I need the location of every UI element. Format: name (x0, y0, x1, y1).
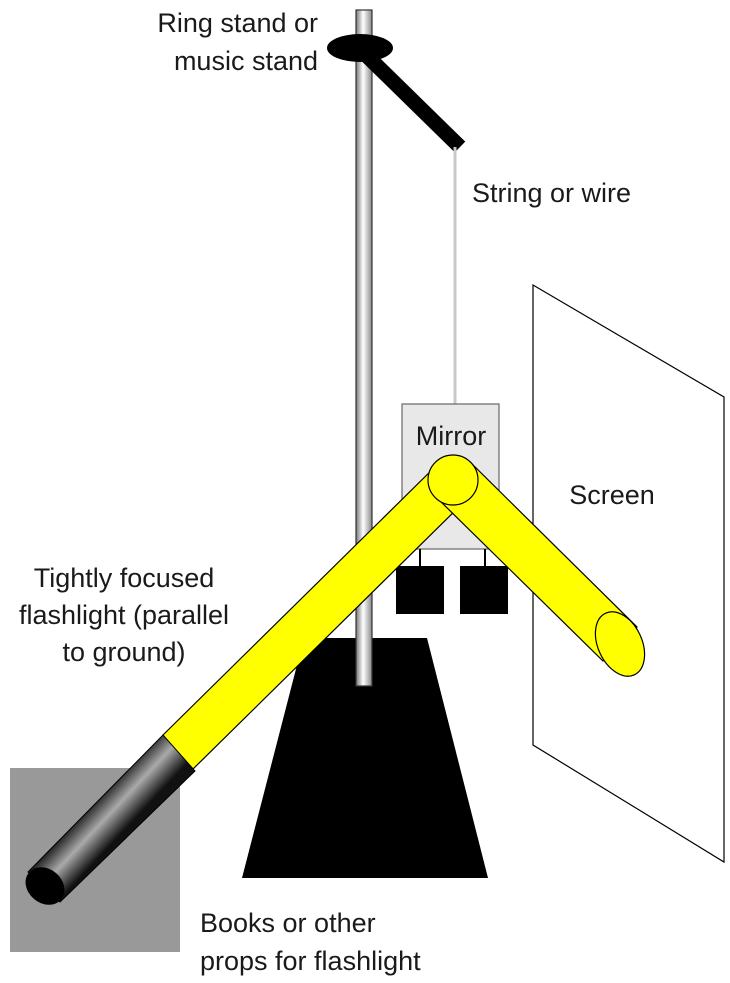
beam-spot-on-screen (594, 611, 646, 677)
label-string: String or wire (472, 178, 631, 208)
weight-left (396, 566, 444, 614)
label-props-line-1: Books or other (200, 908, 376, 938)
label-props-line-2: props for flashlight (200, 946, 421, 976)
stand-arm (360, 49, 466, 153)
flashlight-end-cap (25, 867, 65, 905)
ring-clamp (327, 34, 393, 62)
reflection-point (427, 454, 479, 506)
label-stand-line-1: Ring stand or (157, 8, 318, 38)
label-flashlight-line-2: flashlight (parallel (19, 600, 229, 630)
stand-base (242, 638, 488, 878)
label-screen: Screen (569, 480, 655, 510)
label-flashlight-line-1: Tightly focused (34, 563, 215, 593)
stand-pole (355, 9, 373, 687)
label-stand-line-2: music stand (174, 46, 318, 76)
label-flashlight-line-3: to ground) (62, 637, 185, 667)
weight-right (460, 566, 508, 614)
label-mirror: Mirror (416, 421, 486, 451)
